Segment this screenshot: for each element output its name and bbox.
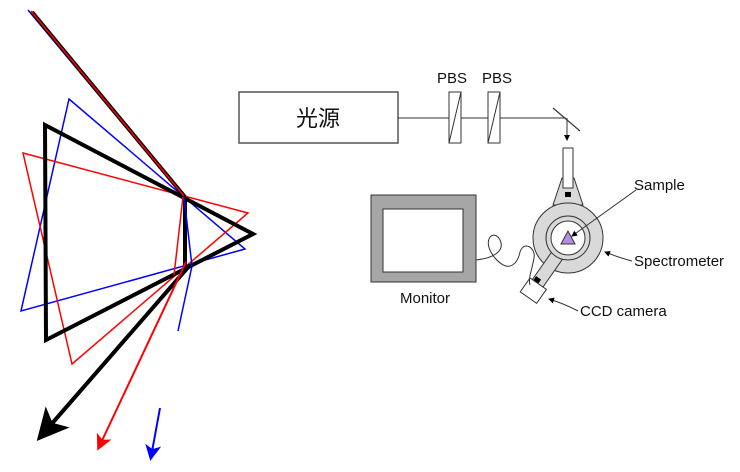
spectrometer-label: Spectrometer	[634, 253, 724, 270]
optical-setup: 光源 PBS PBS	[238, 70, 724, 320]
red-internal-ray	[173, 196, 184, 276]
red-incident-ray	[30, 10, 185, 197]
black-prism	[42, 121, 258, 344]
black-exit-arrow	[36, 263, 192, 442]
ccd-camera-label: CCD camera	[580, 303, 667, 320]
monitor-cable	[475, 234, 535, 286]
pbs-1-label: PBS	[437, 70, 467, 87]
blue-exit-arrow	[145, 407, 162, 461]
pbs-2	[487, 91, 501, 144]
pbs-2-label: PBS	[482, 70, 512, 87]
sample-triangle	[560, 229, 576, 245]
monitor-label: Monitor	[400, 290, 450, 307]
sample-label: Sample	[634, 177, 685, 194]
blue-internal-ray	[177, 196, 193, 332]
spectrometer	[529, 147, 604, 292]
light-source-label: 光源	[296, 107, 340, 132]
sample-pointer	[571, 189, 637, 237]
ccd-pointer	[548, 297, 579, 312]
monitor	[370, 194, 477, 283]
prism-diagram	[19, 9, 258, 461]
pbs-1	[448, 91, 462, 144]
ccd-camera	[519, 276, 548, 305]
spectrometer-pointer	[604, 251, 633, 262]
red-exit-arrow	[96, 261, 187, 451]
